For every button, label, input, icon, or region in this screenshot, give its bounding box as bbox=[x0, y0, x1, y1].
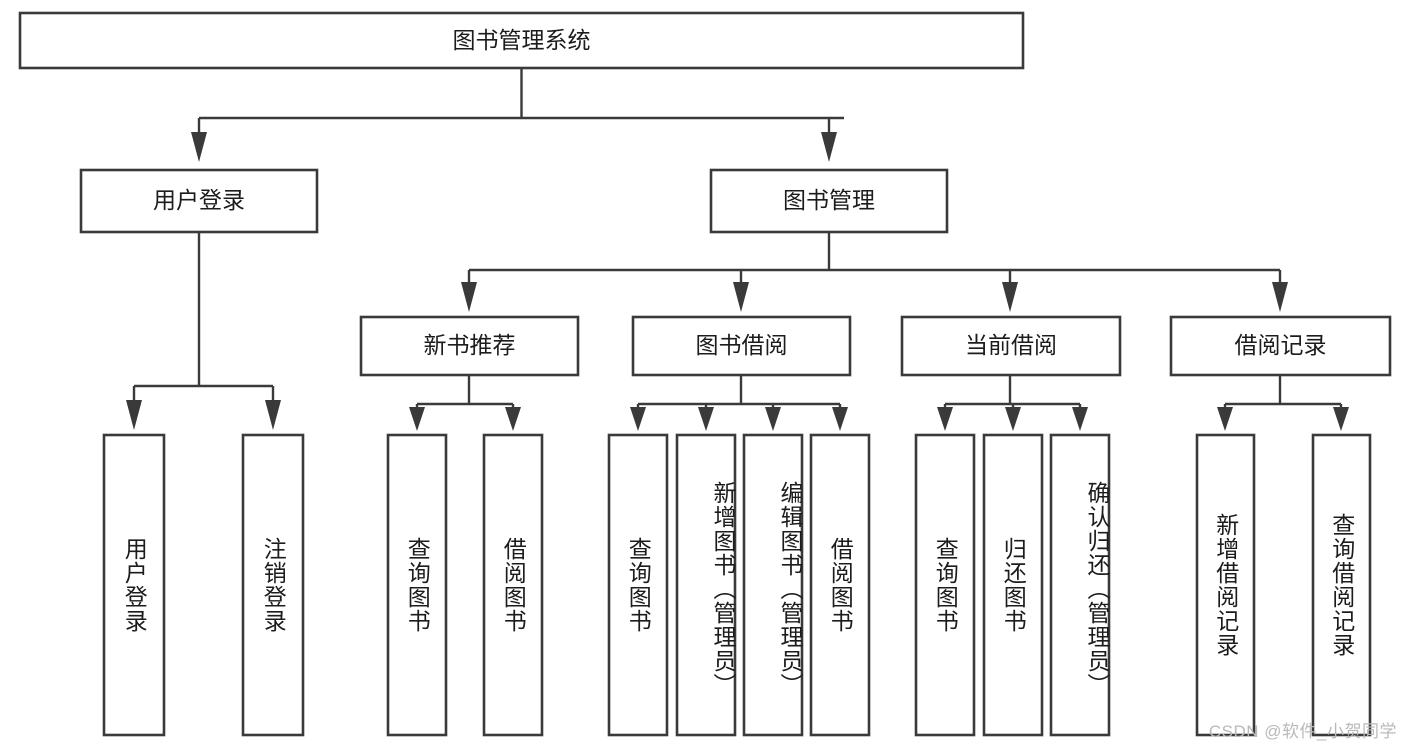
connector-group-borrowrecord-to-leaves bbox=[1217, 375, 1349, 431]
arrowhead-leaf-query-book-2 bbox=[630, 407, 646, 431]
node-label-book-manage: 图书管理 bbox=[783, 187, 875, 213]
arrowhead-leaf-query-book-1 bbox=[409, 407, 425, 431]
node-label-borrow-record: 借阅记录 bbox=[1235, 332, 1327, 358]
arrowhead-book-manage bbox=[821, 132, 837, 162]
arrowhead-new-book-rec bbox=[461, 282, 477, 312]
connector-group-bookmanage-to-level3 bbox=[461, 232, 1288, 312]
node-box-leaf-edit-book[interactable] bbox=[742, 433, 804, 737]
node-label-root: 图书管理系统 bbox=[453, 27, 591, 53]
node-box-leaf-add-book[interactable] bbox=[675, 433, 737, 737]
node-box-user-login[interactable] bbox=[79, 168, 319, 234]
arrowhead-leaf-borrow-book-1 bbox=[505, 407, 521, 431]
node-box-leaf-user-login[interactable] bbox=[102, 433, 166, 737]
arrowhead-borrow-record bbox=[1272, 282, 1288, 312]
node-box-leaf-add-record[interactable] bbox=[1195, 433, 1256, 737]
node-box-root[interactable] bbox=[18, 11, 1025, 70]
node-box-new-book-rec[interactable] bbox=[359, 315, 580, 377]
arrowhead-book-borrow bbox=[733, 282, 749, 312]
arrowhead-leaf-borrow-book-2 bbox=[832, 407, 848, 431]
node-box-leaf-borrow-book-1[interactable] bbox=[482, 433, 544, 737]
connector-group-userlogin-to-leaves bbox=[126, 232, 281, 430]
node-box-leaf-borrow-book-2[interactable] bbox=[809, 433, 871, 737]
node-box-leaf-logout[interactable] bbox=[241, 433, 305, 737]
arrowhead-leaf-user-login bbox=[126, 400, 142, 430]
node-box-leaf-query-record[interactable] bbox=[1311, 433, 1372, 737]
node-box-book-borrow[interactable] bbox=[631, 315, 852, 377]
node-box-leaf-query-book-3[interactable] bbox=[914, 433, 976, 737]
node-box-borrow-record[interactable] bbox=[1169, 315, 1392, 377]
arrowhead-leaf-query-book-3 bbox=[937, 407, 953, 431]
arrowhead-leaf-add-book bbox=[698, 407, 714, 431]
arrowhead-current-borrow bbox=[1002, 282, 1018, 312]
arrowhead-leaf-logout bbox=[265, 400, 281, 430]
node-box-current-borrow[interactable] bbox=[900, 315, 1122, 377]
arrowhead-leaf-query-record bbox=[1333, 407, 1349, 431]
node-box-leaf-query-book-2[interactable] bbox=[607, 433, 669, 737]
connector-group-bookborrow-to-leaves bbox=[630, 375, 848, 431]
arrowhead-leaf-return-book bbox=[1005, 407, 1021, 431]
node-label-user-login: 用户登录 bbox=[153, 187, 245, 213]
arrowhead-user-login bbox=[191, 132, 207, 162]
node-box-leaf-return-book[interactable] bbox=[982, 433, 1044, 737]
arrowhead-leaf-add-record bbox=[1217, 407, 1233, 431]
connector-group-root-to-level2 bbox=[191, 68, 844, 162]
node-label-new-book-rec: 新书推荐 bbox=[424, 332, 516, 358]
arrowhead-leaf-confirm-return bbox=[1072, 407, 1088, 431]
connector-group-currentborrow-to-leaves bbox=[937, 375, 1088, 431]
node-label-current-borrow: 当前借阅 bbox=[965, 332, 1057, 358]
node-boxes-group: 图书管理系统 用户登录 图书管理 新书推荐 图书借阅 当前借阅 借阅记录 bbox=[18, 11, 1392, 737]
node-box-leaf-confirm-return[interactable] bbox=[1049, 433, 1111, 737]
node-box-book-manage[interactable] bbox=[709, 168, 949, 234]
arrowhead-leaf-edit-book bbox=[765, 407, 781, 431]
connector-group-newbookrec-to-leaves bbox=[409, 375, 521, 431]
node-box-leaf-query-book-1[interactable] bbox=[386, 433, 448, 737]
node-label-book-borrow: 图书借阅 bbox=[696, 332, 788, 358]
